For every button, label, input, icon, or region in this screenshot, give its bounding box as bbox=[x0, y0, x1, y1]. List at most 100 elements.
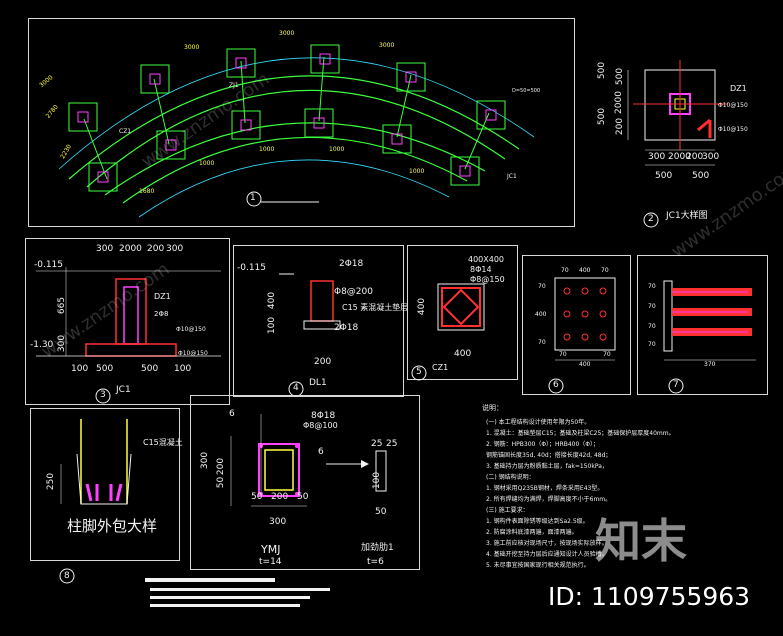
ymj-dim-bottom-total: 300 bbox=[269, 517, 287, 527]
plan-label-jc: JC1 bbox=[507, 173, 517, 180]
cz1-drawing bbox=[411, 283, 485, 381]
jc1plan-caption: JC1大样图 bbox=[666, 211, 708, 221]
plan-dim-bottom-3: 1000 bbox=[259, 146, 275, 153]
notes-line: 5. 未尽事宜按国家现行相关规范执行。 bbox=[486, 562, 590, 569]
jc1sec-dim-left-1: 665 bbox=[57, 296, 68, 315]
jc1sec-tag-rebar-1: 2Φ8 bbox=[154, 310, 169, 318]
jc1plan-dim-left2-c: 200 bbox=[615, 117, 626, 136]
dl1-drawing bbox=[279, 273, 341, 397]
jc1plan-dim-bottom-4: 300 bbox=[702, 152, 720, 162]
notes-line: 钢筋锚固长度35d, 40d；搭接长度42d, 48d； bbox=[486, 452, 612, 459]
jc1plan-dim-bottom2-1: 500 bbox=[655, 171, 673, 181]
d6-dim-bottom-3: 70 bbox=[603, 351, 611, 358]
jc1plan-tag-dz1: DZ1 bbox=[730, 84, 747, 93]
ymj-dim-bottom-1: 50 bbox=[251, 492, 263, 502]
jc1plan-dim-bottom-1: 300 bbox=[648, 152, 666, 162]
plan-dim-bottom-2: 1000 bbox=[199, 160, 215, 167]
rib-dim-1: 25 bbox=[371, 439, 383, 449]
base8-caption-circle bbox=[59, 568, 75, 584]
jc1sec-tag-rebar-2: Φ10@150 bbox=[176, 326, 206, 333]
base8-caption-number: 8 bbox=[64, 571, 70, 581]
cz1-caption-number: 5 bbox=[416, 367, 422, 377]
cz1-dim-left: 400 bbox=[417, 297, 428, 316]
d6-caption-number: 6 bbox=[553, 380, 559, 390]
d6-dim-left-3: 70 bbox=[538, 339, 546, 346]
watermark-brand: 知末 bbox=[595, 514, 687, 568]
base8-panel: 250 C15混凝土 柱脚外包大样 bbox=[30, 408, 183, 561]
notes-line: (三) 施工要求： bbox=[486, 507, 529, 514]
rib-dim-2: 25 bbox=[386, 439, 398, 449]
dl1-caption-number: 4 bbox=[293, 383, 299, 393]
cz1-bars: 8Φ14 bbox=[470, 265, 492, 274]
notes-line: 4. 基础开挖至持力层后应通知设计人员验槽。 bbox=[486, 551, 608, 558]
base8-drawing bbox=[60, 419, 132, 505]
notes-line: 2. 钢筋：HPB300（Φ）；HRB400（Φ）； bbox=[486, 441, 600, 448]
rib-label: 加劲肋1 bbox=[361, 543, 394, 553]
jc1plan-caption-number: 2 bbox=[648, 214, 654, 224]
jc1sec-dim-top-1: 300 bbox=[96, 244, 114, 254]
dl1-caption: DL1 bbox=[309, 378, 327, 388]
plan-panel: 1 3000 3000 3000 ZJ1 CZ1 JC1 2230 2780 3… bbox=[28, 18, 575, 227]
dl1-dim-bottom: 200 bbox=[314, 357, 332, 367]
cz1-dim-top: 400X400 bbox=[468, 255, 505, 264]
jc1sec-tag-rebar-3: Φ10@150 bbox=[178, 350, 208, 357]
notes-line: 1. 混凝土：基础垫层C15；基础及柱梁C25；基础保护层厚度40mm。 bbox=[486, 430, 675, 437]
dl1-panel: -0.115 2Φ18 Φ8@200 C15 素混凝土垫层 2Φ18 100 4… bbox=[233, 245, 408, 397]
cz1-caption: CZ1 bbox=[432, 363, 449, 372]
jc1sec-dim-top-4: 300 bbox=[166, 244, 184, 254]
d6-dim-top-2: 400 bbox=[579, 267, 591, 274]
cz1-stirrup: Φ8@150 bbox=[470, 275, 505, 284]
plan-label-zj: ZJ1 bbox=[229, 82, 239, 89]
d6-dim-bottom-2: 400 bbox=[579, 361, 591, 368]
d6-dim-bottom-1: 70 bbox=[559, 351, 567, 358]
plan-dim-bottom-4: 1000 bbox=[329, 146, 345, 153]
notes-line: 1. 钢构件表面除锈等级达到Sa2.5级。 bbox=[486, 518, 589, 525]
ymj-dim-bottom-3: 50 bbox=[297, 492, 309, 502]
jc1sec-dim-bottom-4: 100 bbox=[174, 364, 192, 374]
ymj-thickness: t=14 bbox=[259, 557, 282, 567]
d7-caption-number: 7 bbox=[673, 380, 679, 390]
d7-dim-left-2: 70 bbox=[648, 303, 656, 310]
notes-line: (一) 本工程结构设计使用年限为50年。 bbox=[486, 419, 591, 426]
jc1sec-caption: JC1 bbox=[116, 385, 131, 395]
plan-dim-top-3: 3000 bbox=[379, 42, 395, 49]
d7-dim-left-3: 70 bbox=[648, 323, 656, 330]
base8-concrete: C15混凝土 bbox=[143, 438, 183, 447]
jc1sec-dim-bottom-1: 100 bbox=[71, 364, 89, 374]
dl1-top-rebar: 2Φ18 bbox=[339, 259, 364, 269]
notes-line: 3. 基础持力层为粉质黏土层，fak=150kPa， bbox=[486, 463, 608, 470]
ymj-bars: 8Φ18 bbox=[311, 411, 336, 421]
ymj-label: YMJ bbox=[261, 543, 281, 556]
notes-line: 1. 钢材采用Q235B钢材，焊条采用E43型。 bbox=[486, 485, 604, 492]
detail6-drawing bbox=[548, 277, 616, 394]
detail7-panel: 70 70 70 70 370 7 bbox=[637, 255, 768, 395]
d6-dim-top-1: 70 bbox=[561, 267, 569, 274]
d6-dim-left-2: 400 bbox=[535, 311, 547, 318]
detail7-drawing bbox=[663, 280, 756, 394]
ymj-dim-left-3: 50 bbox=[216, 476, 227, 489]
jc1plan-tag-rebar-2: Φ10@150 bbox=[718, 126, 748, 133]
jc1plan-dim-left-b: 500 bbox=[597, 107, 608, 126]
notes-line: 3. 施工前应核对现场尺寸，按现场实际放样。 bbox=[486, 540, 608, 547]
notes-line: 2. 所有焊缝均为满焊，焊脚高度不小于6mm。 bbox=[486, 496, 612, 503]
rib-dim-bottom: 50 bbox=[375, 507, 387, 517]
jc1sec-dim-bottom-2: 500 bbox=[96, 364, 114, 374]
d7-dim-left-1: 70 bbox=[648, 283, 656, 290]
jc1sec-level-2: -1.30 bbox=[30, 340, 54, 350]
jc1plan-dim-left2-a: 500 bbox=[615, 67, 626, 86]
d6-dim-top-3: 70 bbox=[601, 267, 609, 274]
d7-dim-bottom: 370 bbox=[704, 361, 716, 368]
dl1-dim-left-2: 400 bbox=[267, 291, 278, 310]
cz1-dim-bottom: 400 bbox=[454, 349, 472, 359]
dl1-bottom-rebar: 2Φ18 bbox=[334, 323, 359, 333]
jc1plan-dim-left-a: 500 bbox=[597, 61, 608, 80]
cz1-panel: 400X400 8Φ14 Φ8@150 400 400 5 CZ1 bbox=[407, 245, 518, 381]
ymj-dim-bottom-2: 200 bbox=[271, 492, 289, 502]
notes-title: 说明： bbox=[482, 404, 503, 412]
plan-dim-top-1: 3000 bbox=[184, 44, 200, 51]
jc1plan-dim-bottom-3: 200 bbox=[686, 152, 704, 162]
ymj-tag-6b: 6 bbox=[318, 447, 324, 457]
ymj-dim-left-2: 200 bbox=[216, 457, 227, 476]
jc1sec-dim-bottom-3: 500 bbox=[141, 364, 159, 374]
notes-line: 2. 防腐涂料底漆两遍，面漆两遍。 bbox=[486, 529, 578, 536]
